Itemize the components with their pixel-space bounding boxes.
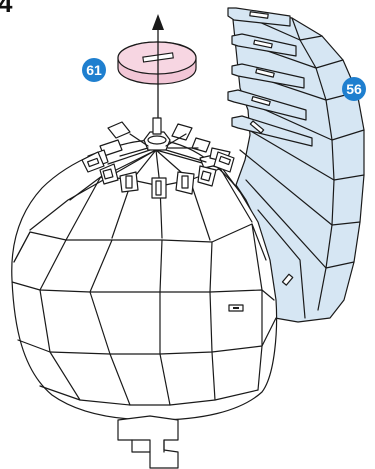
callout-56-label: 56 (346, 81, 362, 97)
cap-disc (118, 42, 196, 84)
callout-61: 61 (82, 58, 106, 82)
callout-56: 56 (342, 77, 366, 101)
bottom-stand (118, 416, 178, 468)
callout-61-label: 61 (86, 62, 102, 78)
step-number: 4 (0, 0, 13, 18)
